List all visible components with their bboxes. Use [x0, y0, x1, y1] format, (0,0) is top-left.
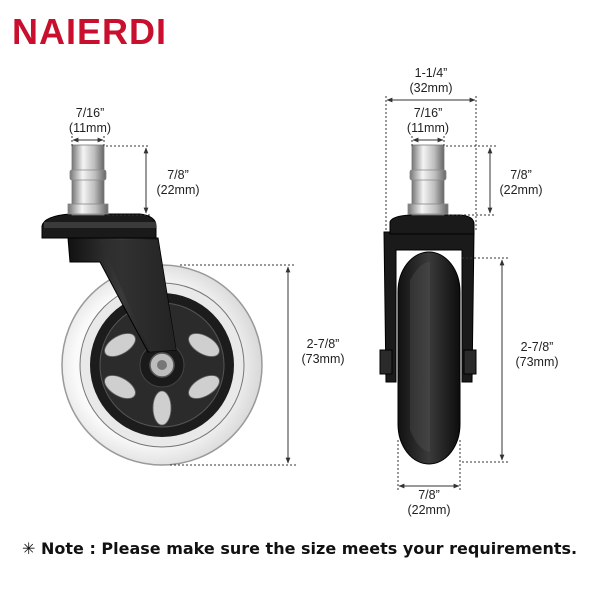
size-note: ✳ Note : Please make sure the size meets…	[22, 539, 577, 558]
front-stem-height-label: 7/8” (22mm)	[499, 168, 543, 197]
side-stem-height-label: 7/8” (22mm)	[156, 168, 200, 197]
front-dimension-lines	[385, 96, 508, 490]
side-view-caster	[41, 144, 263, 466]
note-text: Note : Please make sure the size meets y…	[40, 539, 578, 558]
front-wheel-width-label: 7/8” (22mm)	[407, 488, 451, 517]
front-wheel	[397, 251, 461, 465]
side-dimension-lines	[71, 136, 296, 466]
side-stem-diameter-label: 7/16” (11mm)	[68, 106, 112, 135]
front-wheel-diameter-label: 2-7/8” (73mm)	[504, 340, 570, 370]
front-overall-width-label: 1-1/4” (32mm)	[409, 66, 453, 95]
side-wheel-diameter-label: 2-7/8” (73mm)	[290, 337, 356, 367]
brand-logo: NAIERDI	[12, 11, 168, 52]
front-stem-diameter-label: 7/16” (11mm)	[400, 106, 456, 136]
front-view-caster	[379, 144, 477, 465]
asterisk-icon: ✳	[22, 539, 36, 558]
